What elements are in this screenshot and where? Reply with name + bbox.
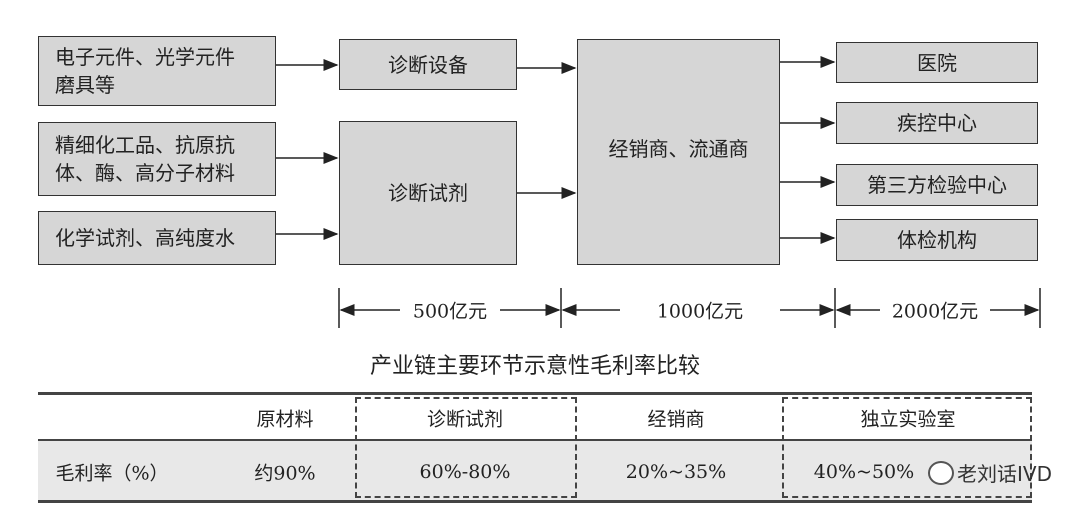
cell-distributor: 20%~35%	[625, 461, 727, 483]
endpoint-cdc: 疾控中心	[836, 102, 1038, 144]
table-row-bg	[38, 441, 1032, 500]
header-reagents: 诊断试剂	[426, 408, 504, 431]
cell-reagents: 60%-80%	[419, 461, 511, 483]
text: 精细化工品、抗原抗	[55, 133, 235, 157]
endpoint-third-party-lab: 第三方检验中心	[836, 164, 1038, 206]
text: 体、酶、高分子材料	[55, 161, 235, 185]
table-top-rule	[38, 392, 1032, 395]
header-lab: 独立实验室	[860, 408, 956, 431]
header-raw: 原材料	[256, 408, 314, 431]
cell-raw: 约90%	[254, 462, 316, 485]
product-box-reagents: 诊断试剂	[339, 121, 517, 265]
market-size-1: 500亿元	[406, 296, 494, 324]
source-box-reagents: 化学试剂、高纯度水	[38, 211, 276, 265]
watermark-text: 老刘话IVD	[957, 462, 1052, 486]
highlight-lab	[782, 397, 1032, 498]
text: 化学试剂、高纯度水	[55, 226, 235, 250]
market-size-3: 2000亿元	[885, 296, 985, 324]
text: 电子元件、光学元件	[55, 45, 235, 69]
distributor-box: 经销商、流通商	[577, 39, 780, 265]
wechat-icon	[928, 460, 954, 485]
table-mid-rule	[38, 439, 1032, 441]
highlight-reagents	[355, 397, 577, 498]
table-title: 产业链主要环节示意性毛利率比较	[369, 354, 700, 379]
text: 磨具等	[55, 73, 115, 97]
endpoint-checkup: 体检机构	[836, 219, 1038, 261]
source-box-components: 电子元件、光学元件磨具等	[38, 36, 276, 106]
cell-lab: 40%~50%	[813, 461, 915, 483]
table-bottom-rule	[38, 500, 1032, 503]
watermark: 老刘话IVD	[928, 458, 1052, 487]
market-size-2: 1000亿元	[626, 296, 774, 324]
source-box-chemicals: 精细化工品、抗原抗体、酶、高分子材料	[38, 122, 276, 196]
endpoint-hospital: 医院	[836, 42, 1038, 83]
row-label: 毛利率（%）	[55, 462, 169, 485]
product-box-equipment: 诊断设备	[339, 39, 517, 90]
header-distributor: 经销商	[647, 408, 705, 431]
